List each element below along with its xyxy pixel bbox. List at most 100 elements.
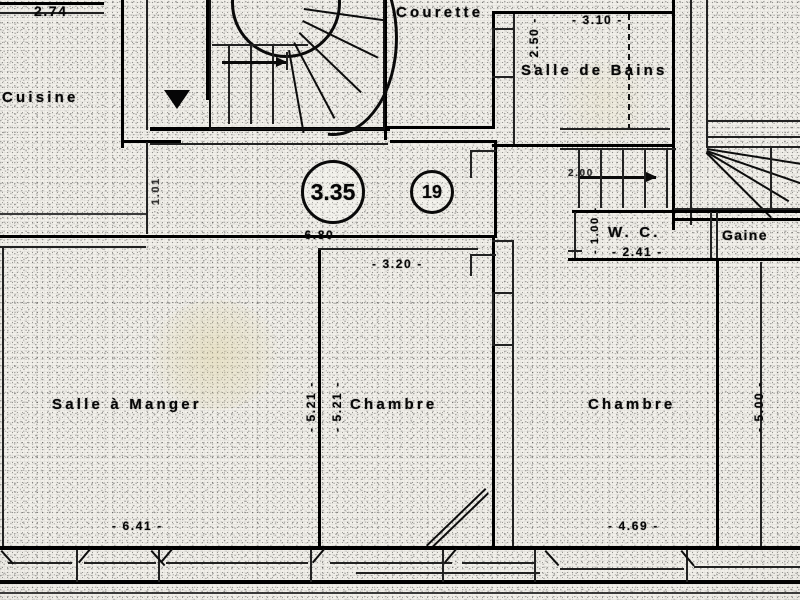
room-label-gaine: Gaine [722, 227, 768, 243]
facade-bottom-line [0, 580, 800, 584]
pier-niche-left [492, 292, 494, 346]
hall-stair-arrow [578, 172, 657, 182]
wall-hall-right [494, 140, 497, 238]
dimension-chambre2-height: - 5.00 - [752, 381, 766, 432]
hall-line-left [0, 213, 146, 215]
sdb-fixture-line [560, 128, 670, 130]
sdb-notch-a [492, 28, 494, 48]
hall-stair-tread-2 [600, 150, 602, 208]
facade-ground-line [0, 592, 800, 594]
wall-cuisine-right [121, 0, 124, 148]
dimension-sdb-width: - 3.10 - [572, 13, 623, 27]
paper-stain [150, 300, 280, 410]
dimension-chambre2-width: - 4.69 - [608, 519, 659, 533]
wall-top-left-outer [0, 2, 104, 5]
stair-flight-top [212, 44, 308, 46]
wall-stair-left [206, 0, 209, 100]
pier-niche-top [492, 292, 514, 294]
right-stair-stringer [706, 0, 708, 146]
room-label-wc: W. C. [608, 224, 661, 241]
pier-niche-bottom [492, 344, 514, 346]
hall-stair-tread-1 [578, 150, 580, 208]
dimension-sdb-height: - 2.50 - [527, 17, 541, 68]
area-marker-circle: 3.35 [301, 160, 365, 224]
facade-recess-1-top [8, 562, 72, 564]
chambre1-splay-corner-2 [430, 492, 489, 550]
facade-recess-5-top [462, 562, 534, 564]
sdb-notch-b [492, 28, 514, 30]
room-label-chambre-2: Chambre [588, 396, 676, 413]
hall-stair-top-edge [560, 148, 676, 150]
facade-splay-7a [544, 550, 560, 567]
facade-recess-4-top [330, 562, 452, 564]
dimension-sam-width: - 6.41 - [112, 519, 163, 533]
wall-wc-left [574, 212, 576, 260]
facade-recess-2-top [84, 562, 156, 564]
wall-sam-chambre1-head [318, 248, 478, 250]
pier-door-jamb [470, 254, 472, 276]
facade-top-line [0, 546, 800, 550]
pier-top [492, 240, 514, 242]
wall-hall-top-left [121, 140, 181, 143]
wall-courette-right [492, 14, 495, 129]
wall-sdb-left [513, 14, 515, 146]
facade-pier-2 [158, 550, 160, 582]
facade-recess-6-top [356, 572, 540, 574]
stair-tread-2 [250, 44, 252, 124]
facade-pier-5 [534, 550, 536, 582]
chambre1-splay-corner [426, 488, 487, 547]
wall-hall-top-right [390, 140, 496, 143]
facade-pier-1 [76, 550, 78, 582]
facade-recess-7-top [560, 568, 684, 570]
right-stair-landing [706, 146, 800, 148]
dimension-left-opening-height: 1.01 [150, 177, 162, 205]
dimension-hall-width: - 6.80 - [294, 228, 345, 242]
right-stair-tread-1 [706, 120, 800, 122]
facade-pier-6 [686, 550, 688, 582]
dimension-wc-height: - 1.00 - [589, 206, 601, 254]
wall-sam-chambre1 [318, 248, 321, 548]
stair-tread-1 [228, 44, 230, 124]
wall-hall-notch-v [470, 150, 472, 178]
right-stair-outer-edge [770, 148, 772, 210]
wall-sdb-top [492, 11, 672, 14]
dimension-stair-run: 2.00 [568, 168, 594, 179]
wall-hall-left-jamb [146, 142, 148, 234]
wc-door-sill [568, 250, 582, 252]
facade-pier-4 [442, 550, 444, 582]
lot-marker-value: 19 [421, 181, 443, 202]
hall-stair-tread-3 [622, 150, 624, 208]
sdb-notch-c [492, 76, 514, 78]
dimension-chambre1-height: - 5.21 - [330, 381, 344, 432]
wall-sdb-bottom [492, 144, 674, 147]
wall-stair-bottom-inner [150, 143, 388, 145]
hall-stair-tread-5 [666, 150, 668, 208]
room-label-courette: Courette [396, 4, 484, 21]
wall-right-outer [716, 260, 719, 548]
wall-right-stair-left-inner [690, 0, 692, 225]
stair-arrow-stop [286, 52, 288, 70]
stair-tread-3 [272, 46, 274, 124]
wall-courette-bottom [384, 126, 494, 129]
wall-top-left-inner [0, 12, 104, 14]
wall-cuisine-right-inner [146, 0, 148, 130]
area-marker-value: 3.35 [310, 178, 356, 205]
lot-marker-circle: 19 [410, 170, 454, 214]
wall-hall-bottom-inner [0, 246, 146, 248]
wall-left-outer [2, 248, 4, 548]
hall-stair-tread-4 [644, 150, 646, 208]
wall-chambre1-right [492, 238, 495, 550]
wall-right-stair-bottom [674, 218, 800, 221]
room-label-salle-de-bains: Salle de Bains [521, 62, 668, 79]
right-stair-tread-2 [706, 136, 800, 138]
room-label-salle-a-manger: Salle à Manger [52, 396, 202, 413]
wall-gaine-left [710, 212, 712, 260]
sdb-partition-dashed [628, 14, 630, 130]
dimension-chambre1-width: - 3.20 - [372, 257, 423, 271]
